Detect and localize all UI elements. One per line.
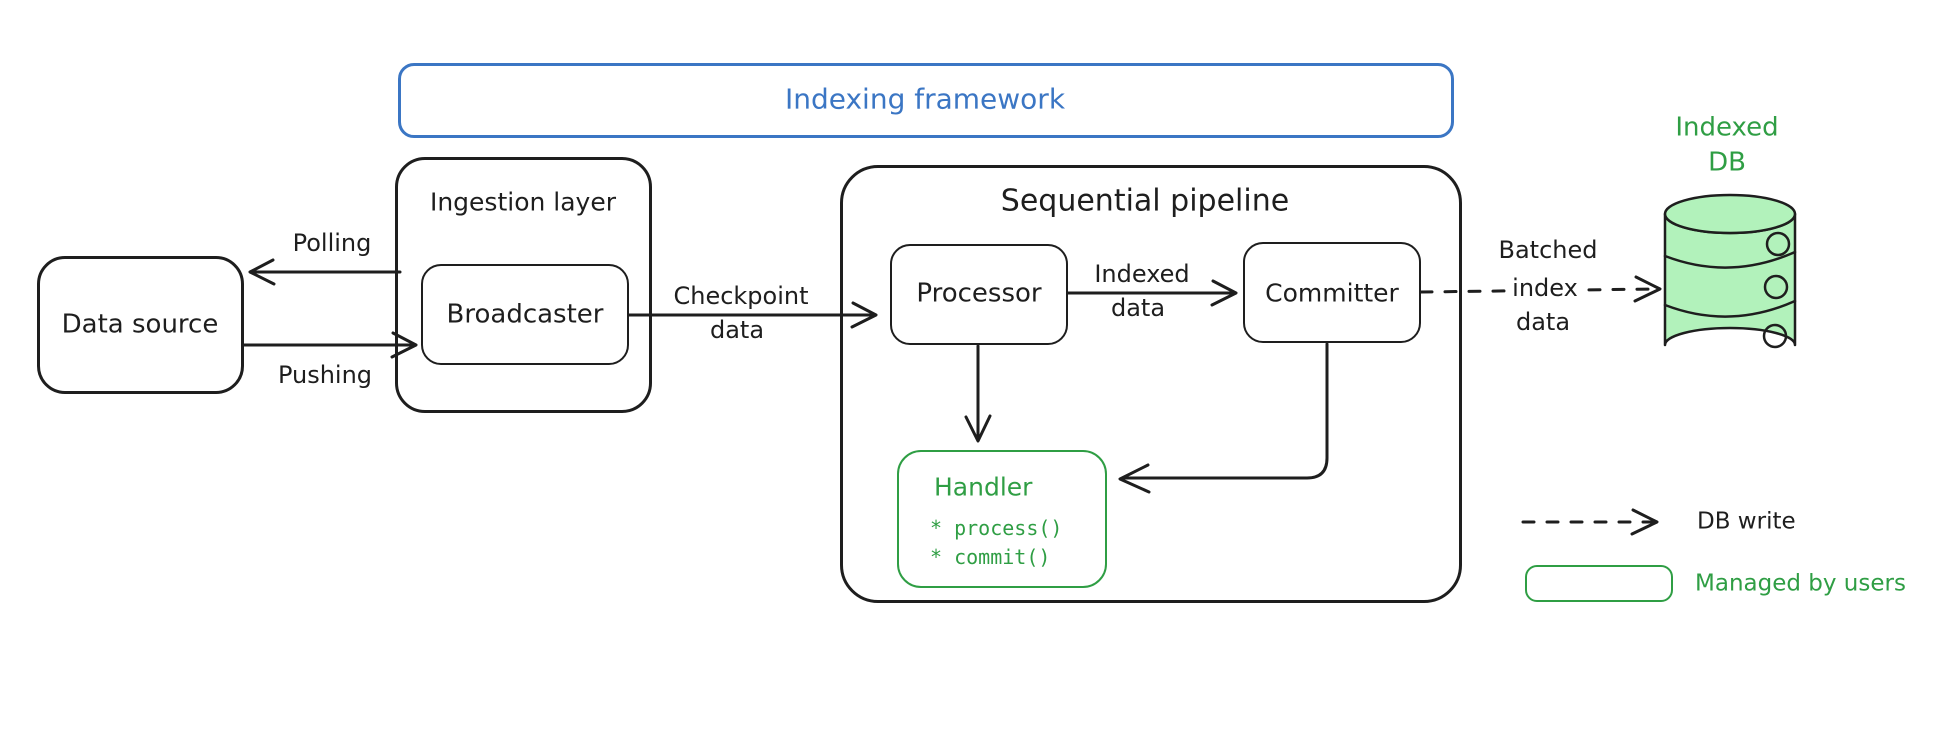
broadcaster-label: Broadcaster — [446, 299, 604, 330]
polling-label: Polling — [292, 228, 372, 257]
legend-managed-box — [1525, 565, 1673, 602]
legend-db-write-arrow — [1521, 508, 1659, 536]
handler-method-process: * process() — [930, 516, 1063, 540]
batched-label-line2: index — [1507, 273, 1583, 303]
legend-db-write-label: DB write — [1697, 508, 1796, 535]
data-source-node — [37, 256, 244, 394]
processor-node — [890, 244, 1068, 345]
sequential-pipeline-title: Sequential pipeline — [1000, 183, 1290, 219]
db-segment-divider — [1663, 299, 1797, 318]
legend-managed-by-users-label: Managed by users — [1695, 570, 1906, 597]
indexing-framework-frame — [398, 63, 1454, 138]
indexed-db-label-line2: DB — [1708, 147, 1746, 178]
checkpoint-label-line2: data — [709, 315, 765, 344]
handler-method-commit: * commit() — [930, 545, 1051, 569]
indexed-data-label-line2: data — [1110, 293, 1166, 322]
db-segment-divider — [1663, 250, 1797, 269]
processor-label: Processor — [916, 278, 1042, 309]
indexed-data-label-line1: Indexed — [1094, 259, 1190, 288]
indexed-db-cylinder-icon — [1663, 193, 1797, 349]
batched-label-line3: data — [1515, 307, 1571, 336]
ingestion-layer-label: Ingestion layer — [429, 187, 617, 217]
checkpoint-label-line1: Checkpoint — [673, 281, 809, 310]
data-source-label: Data source — [61, 309, 219, 340]
committer-label: Committer — [1265, 278, 1399, 308]
batched-label-line1: Batched — [1498, 235, 1598, 264]
handler-node — [897, 450, 1107, 588]
broadcaster-node — [421, 264, 629, 365]
committer-node — [1243, 242, 1421, 343]
handler-title: Handler — [934, 472, 1033, 502]
pushing-label: Pushing — [277, 360, 373, 389]
indexed-db-label-line1: Indexed — [1675, 112, 1779, 143]
indexing-framework-title: Indexing framework — [784, 82, 1066, 116]
polling-arrow — [248, 258, 402, 286]
pushing-arrow — [242, 331, 418, 359]
